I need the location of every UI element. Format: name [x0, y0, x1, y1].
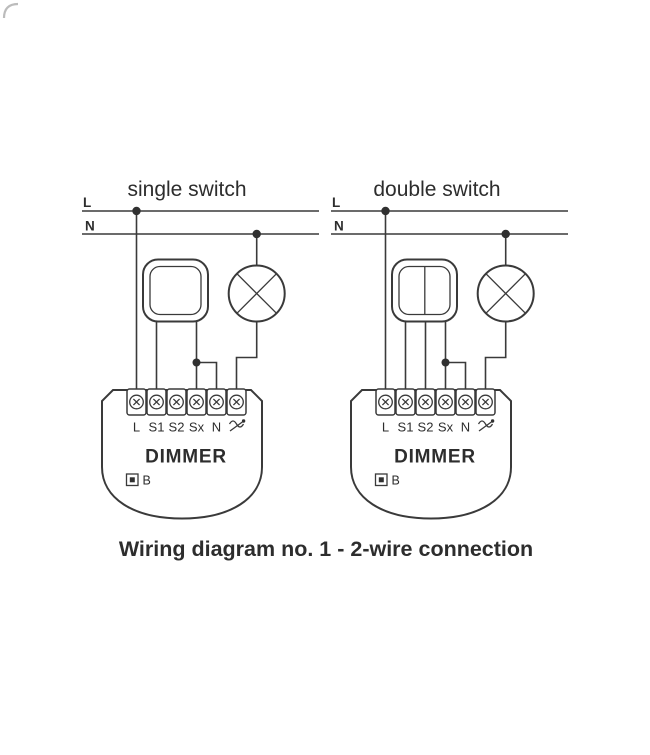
terminal-label-Sx: Sx [438, 420, 454, 435]
terminal-label-L: L [382, 420, 389, 435]
terminal-label-L: L [133, 420, 140, 435]
diagram-title: single switch [127, 178, 246, 201]
terminal-label-S2: S2 [169, 420, 185, 435]
terminal-L [375, 388, 396, 416]
b-button-label: B [143, 474, 151, 488]
neutral-line-label: N [334, 219, 344, 234]
terminal-S2 [415, 388, 436, 416]
b-service-button: B [374, 473, 400, 488]
terminal-output [226, 388, 247, 416]
module-name-label: DIMMER [145, 447, 227, 468]
dimmer-module: L S1 S2 Sx N DIMMER B [350, 388, 512, 520]
b-button-icon [374, 473, 388, 487]
lamp-icon [227, 264, 286, 323]
junction-dot-switch-common [441, 358, 450, 367]
dimmer-module-body [350, 389, 512, 520]
single-switch-diagram: single switch L N [82, 178, 319, 520]
junction-dot-live [132, 206, 141, 216]
junction-dot-neutral [252, 229, 261, 239]
wire-jumper-Sx-to-N [196, 361, 218, 390]
terminal-S1 [146, 388, 167, 416]
terminal-L [126, 388, 147, 416]
terminal-N [455, 388, 476, 416]
dimmer-module: L S1 S2 Sx N DIMMER B [101, 388, 263, 520]
junction-dot-live [381, 206, 390, 216]
live-line-label: L [83, 195, 91, 210]
b-button-icon [125, 473, 139, 487]
wire-lamp-to-output [235, 321, 258, 390]
dimmed-load-symbol-icon [228, 419, 246, 432]
page-corner-mark [2, 2, 19, 19]
dimmer-module-body [101, 389, 263, 520]
live-line-label: L [332, 195, 340, 210]
junction-dot-neutral [501, 229, 510, 239]
junction-dot-switch-common [192, 358, 201, 367]
terminal-label-S1: S1 [149, 420, 165, 435]
b-button-label: B [392, 474, 400, 488]
wire-jumper-Sx-to-N [445, 361, 467, 390]
terminal-label-N: N [212, 420, 221, 435]
diagram-title: double switch [373, 178, 500, 201]
double-switch-icon [391, 258, 458, 323]
b-service-button: B [125, 473, 151, 488]
terminal-N [206, 388, 227, 416]
dimmed-load-symbol-icon [477, 419, 495, 432]
module-name-label: DIMMER [394, 447, 476, 468]
neutral-line-label: N [85, 219, 95, 234]
terminal-label-N: N [461, 420, 470, 435]
double-switch-diagram: double switch L N [331, 178, 568, 520]
diagram-caption: Wiring diagram no. 1 - 2-wire connection [119, 537, 533, 561]
terminal-output [475, 388, 496, 416]
single-switch-icon [142, 258, 209, 323]
terminal-Sx [435, 388, 456, 416]
terminal-S2 [166, 388, 187, 416]
terminal-label-S2: S2 [418, 420, 434, 435]
terminal-Sx [186, 388, 207, 416]
lamp-icon [476, 264, 535, 323]
wire-lamp-to-output [484, 321, 507, 390]
terminal-S1 [395, 388, 416, 416]
terminal-label-S1: S1 [398, 420, 414, 435]
terminal-label-Sx: Sx [189, 420, 205, 435]
